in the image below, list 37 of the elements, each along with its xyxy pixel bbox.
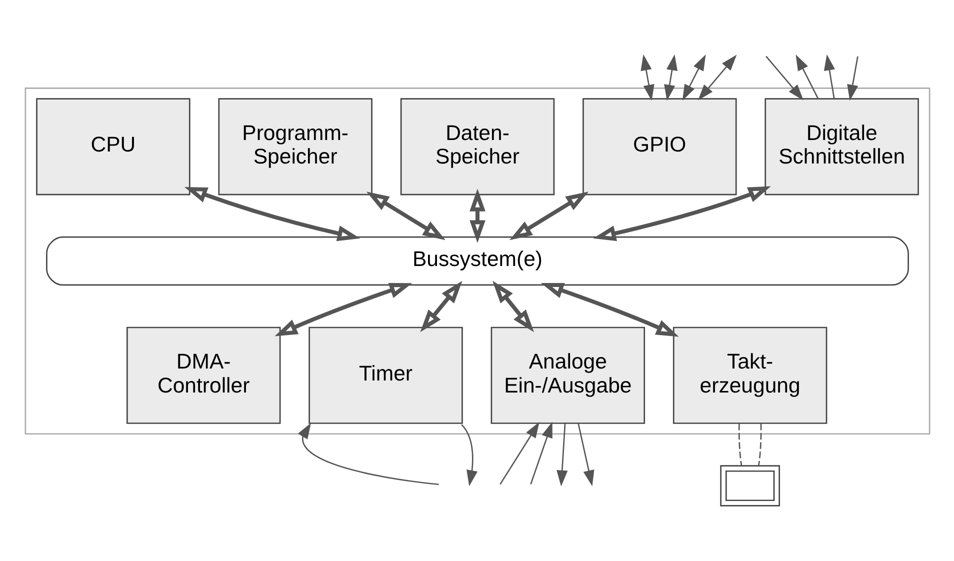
- connector: [738, 424, 742, 466]
- arrow: [540, 282, 678, 337]
- arrow: [184, 187, 360, 242]
- arrow: [577, 423, 594, 486]
- node-box: Analoge Ein-/Ausgabe: [490, 326, 645, 424]
- cluster: [24, 88, 930, 435]
- node-box: CPU: [36, 98, 190, 196]
- node-box: GPIO: [582, 98, 736, 196]
- arrow: [469, 188, 485, 243]
- node-box: Timer: [308, 326, 462, 424]
- node-box: Digitale Schnittstellen: [764, 98, 918, 196]
- node-box: Programm- Speicher: [218, 98, 372, 196]
- arrow: [592, 186, 770, 242]
- arrow: [823, 54, 834, 99]
- node-box: Daten- Speicher: [400, 98, 554, 196]
- arrow: [640, 54, 654, 101]
- arrow: [492, 280, 534, 332]
- arrow: [846, 56, 858, 101]
- connector: [758, 424, 762, 466]
- arrow: [682, 54, 706, 101]
- node-box: Bussystem(e): [46, 236, 908, 286]
- arrow: [274, 282, 412, 336]
- node-crystal: [720, 465, 780, 506]
- arrow: [509, 192, 588, 240]
- arrow: [297, 422, 438, 486]
- arrow: [697, 54, 736, 100]
- arrow: [499, 422, 539, 485]
- arrow: [420, 280, 462, 332]
- arrow: [530, 422, 552, 485]
- node-box: Takt- erzeugung: [672, 326, 827, 424]
- arrow: [795, 54, 818, 100]
- arrow: [366, 192, 445, 240]
- arrow: [460, 424, 478, 486]
- arrow: [664, 54, 678, 101]
- arrow: [556, 424, 568, 486]
- node-box: DMA- Controller: [126, 326, 280, 424]
- arrow: [765, 56, 803, 100]
